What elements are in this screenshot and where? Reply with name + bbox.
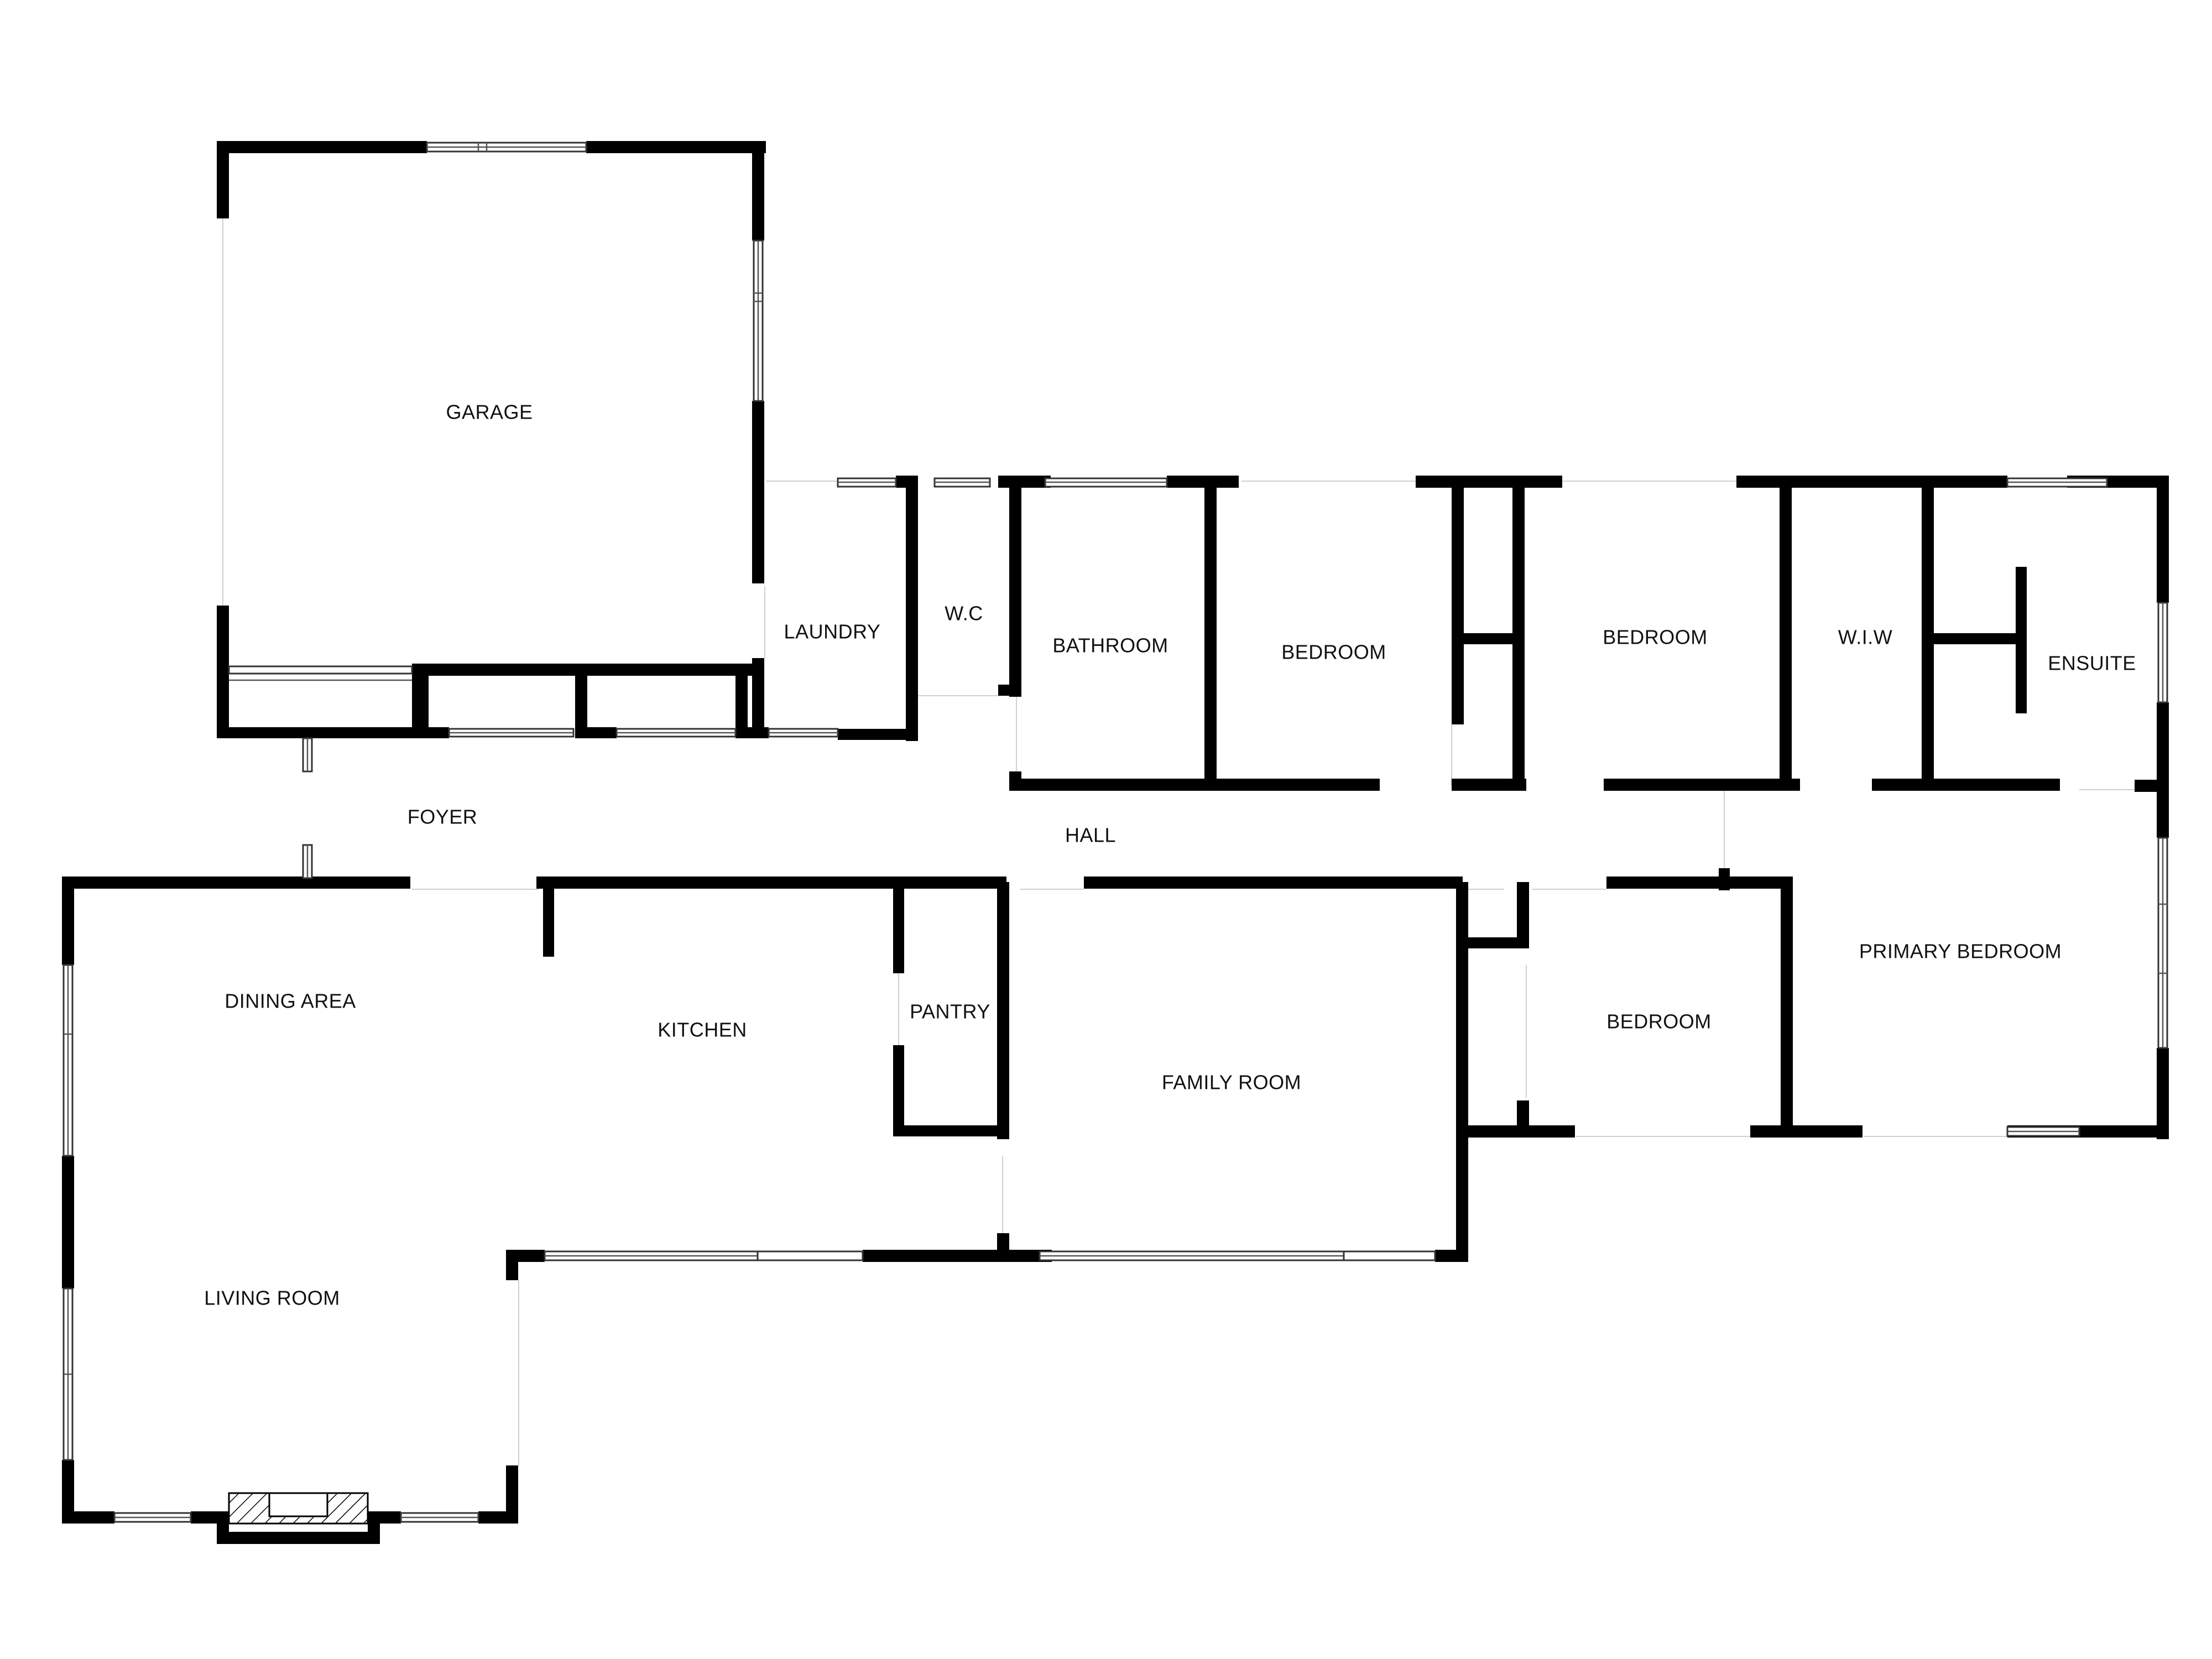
room-label-family-room: FAMILY ROOM	[1162, 1071, 1301, 1094]
room-label-wc: W.C	[945, 602, 983, 625]
room-label-living-room: LIVING ROOM	[204, 1287, 340, 1310]
room-label-wiw: W.I.W	[1838, 626, 1892, 649]
room-label-foyer: FOYER	[408, 806, 478, 828]
room-label-pantry: PANTRY	[910, 1000, 990, 1023]
fireplace	[228, 1492, 369, 1525]
room-label-primary-bedroom: PRIMARY BEDROOM	[1859, 940, 2062, 963]
room-label-hall: HALL	[1065, 824, 1116, 847]
room-label-bathroom: BATHROOM	[1052, 634, 1168, 657]
room-label-laundry: LAUNDRY	[784, 620, 881, 643]
room-label-kitchen: KITCHEN	[658, 1019, 747, 1041]
windows	[62, 142, 2168, 1523]
room-label-bedroom-north-1: BEDROOM	[1281, 641, 1386, 664]
room-label-garage: GARAGE	[446, 401, 533, 424]
room-label-bedroom-north-2: BEDROOM	[1603, 626, 1708, 649]
room-label-bedroom-south: BEDROOM	[1606, 1010, 1712, 1033]
room-label-dining-area: DINING AREA	[225, 990, 356, 1013]
walls	[62, 141, 2169, 1544]
room-labels: GARAGE LAUNDRY W.C BATHROOM BEDROOM BEDR…	[204, 401, 2136, 1310]
room-label-ensuite: ENSUITE	[2048, 652, 2136, 675]
openings	[222, 218, 2146, 1465]
